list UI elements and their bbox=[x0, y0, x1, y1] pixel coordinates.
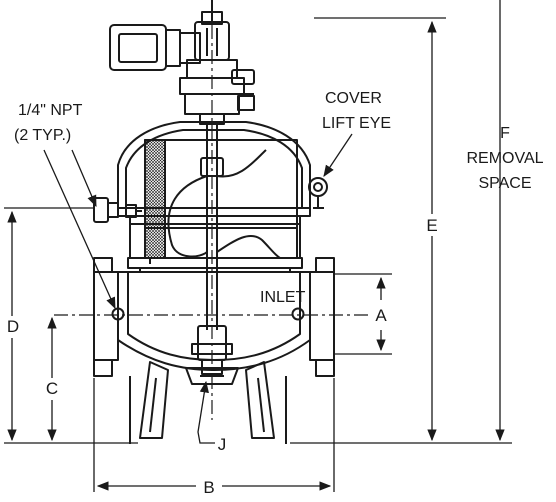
dimension-labels: A B C D E J bbox=[2, 214, 442, 497]
cover-label-line2: LIFT EYE bbox=[322, 115, 391, 132]
f-space-label: SPACE bbox=[478, 175, 531, 192]
f-removal-label: REMOVAL bbox=[466, 150, 543, 167]
dimension-d-label: D bbox=[7, 317, 19, 336]
dimension-a-label: A bbox=[375, 306, 387, 325]
annotation-labels: 1/4" NPT (2 TYP.) COVER LIFT EYE INLET F… bbox=[14, 90, 544, 306]
inlet-label: INLET bbox=[260, 289, 306, 306]
cover-lift-eye bbox=[308, 177, 328, 209]
centerlines bbox=[54, 0, 368, 420]
dimension-lines bbox=[4, 0, 512, 492]
npt-taps bbox=[111, 307, 305, 321]
f-label: F bbox=[500, 125, 510, 142]
screen-basket bbox=[144, 139, 298, 264]
cover-label-line1: COVER bbox=[325, 90, 382, 107]
dimension-j-label: J bbox=[218, 435, 227, 454]
motor-actuator bbox=[109, 0, 255, 125]
dimension-e-label: E bbox=[426, 216, 437, 235]
dimension-b-label: B bbox=[203, 478, 214, 497]
npt-label-line2: (2 TYP.) bbox=[14, 127, 71, 144]
npt-label-line1: 1/4" NPT bbox=[18, 102, 83, 119]
support-legs bbox=[129, 361, 287, 444]
dimension-c-label: C bbox=[46, 379, 58, 398]
